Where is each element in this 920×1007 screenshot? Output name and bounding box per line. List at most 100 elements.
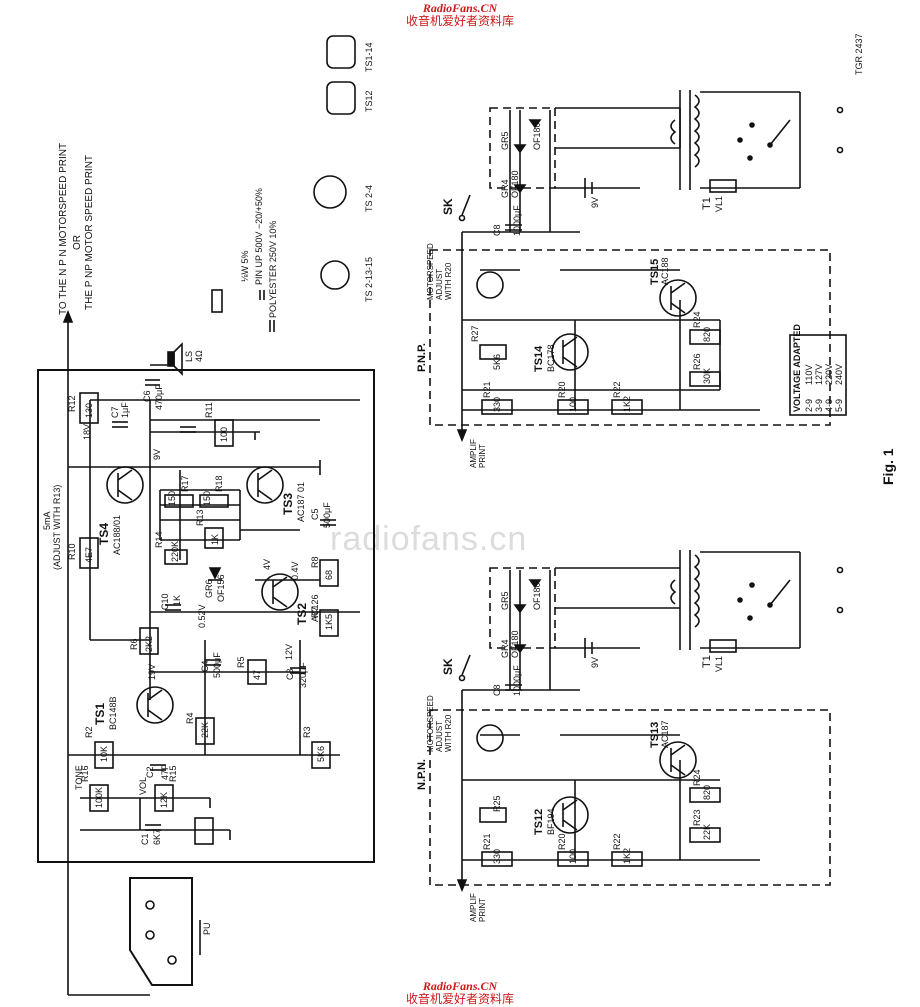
r12-ohms: 1K [210,534,220,545]
c2-value: 47P [160,764,170,780]
pnp-r20-ref: R20 [557,381,567,398]
resistor-r8 [319,559,339,587]
pickup-connector-icon [67,755,201,996]
tone-label: TONE [74,765,84,790]
r18-ref: R18 [214,475,224,492]
r7-ref: R7 [310,606,320,618]
capacitor-c5 [320,519,336,526]
ts2-ref: TS2 [295,603,309,625]
r6-ref: R6 [129,638,139,650]
npn-r23-ref: R23 [692,809,702,826]
voltage-row-3-volts: 220V [824,364,834,385]
r17-value: 150 [167,491,177,506]
resistor-r15 [194,817,214,845]
npn-ts13-ref: TS13 [649,722,661,748]
npn-transistor-ts13 [659,741,697,779]
adjust-note: (ADJUST WITH R13) [52,485,62,570]
npn-r22-ref: R22 [612,833,622,850]
resistor-r7 [319,609,339,637]
npn-gr5-type: OF180 [532,582,542,610]
capacitor-c4 [205,659,221,666]
npn-battery [584,638,593,658]
pnp-resistor-r26 [689,371,721,387]
pnp-battery [584,178,593,198]
voltage-12v: 12V [284,644,294,660]
pnp-mains-plug-icon [836,106,844,154]
resistor-r2 [94,741,114,769]
watermark-top: RadioFans.CN 收音机爱好者资料库 [380,2,540,28]
npn-title: N.P.N. [416,759,428,790]
r11-ref: R12 [67,395,77,412]
watermark-site-cn-bottom: 收音机爱好者资料库 [405,992,514,1006]
pnp-r20-value: 100 [568,397,578,412]
voltage-table-frame [789,334,847,416]
amplifier-outline [37,369,375,863]
pnp-transformer-label: T1 [701,197,713,210]
pinout-ts12 [326,81,356,115]
resistor-r18 [199,494,229,508]
voltage-row-4-taps: 5-9 [834,399,844,412]
c4-value: 500μF [212,652,222,678]
pnp-ts14-type: BC178 [546,344,556,372]
npn-r25-label: R25 [492,795,502,812]
gr6-type: OF156 [216,574,226,602]
pnp-resistor-r24 [689,329,721,345]
gr6-ref: GR6 [204,579,214,598]
npn-r24-ref: R24 [692,769,702,786]
pinout-label-ts12: TS12 [364,90,374,112]
r2-value: 10K [99,746,109,762]
npn-gr5-ref: GR5 [500,591,510,610]
resistor-r14 [154,784,174,812]
voltage-row-2-taps: 3-9 [814,399,824,412]
capacitor-c7 [180,426,196,433]
npn-resistor-r23 [689,827,721,843]
pnp-switch-label: SK [441,198,455,215]
r18-value: 150 [202,491,212,506]
pnp-motor-note-1: MOTORSPEED [426,243,435,300]
pnp-diodes [513,119,542,194]
c9-label: C7 [110,406,120,418]
pnp-c8-value: 1000μF [512,205,522,236]
pnp-r24-ref: R24 [692,311,702,328]
pnp-r26-ref: R26 [692,353,702,370]
capacitor-c6 [145,379,160,386]
voltage-table-title: VOLTAGE ADAPTED [792,324,802,412]
voltage-04v: 0.4V [290,561,300,580]
watermark-site: RadioFans.CN [422,1,498,15]
transistor-ts3 [246,466,284,504]
legend-resistor-symbol [211,289,223,313]
r4-ref: R4 [185,712,195,724]
c9-value: 1μF [120,402,130,418]
r17-ref: R17 [180,475,190,492]
capacitor-c2 [150,764,166,771]
c5-value: 500μF [322,502,332,528]
resistor-r10 [214,419,234,447]
ts3-ref: TS3 [281,493,295,515]
pnp-gr4-type: OF180 [510,170,520,198]
npn-transformer-label: T1 [701,655,713,668]
r3-ref: R3 [302,726,312,738]
npn-resistor-r24 [689,787,721,803]
ts1-type: BC148B [108,696,118,730]
pinout-ts2-13-15 [320,260,350,290]
npn-r21-ref: R21 [482,833,492,850]
npn-resistor-r21 [481,851,513,867]
npn-ts13-type: AC187 [660,720,670,748]
npn-diodes [513,579,542,654]
resistor-r4 [195,717,215,745]
pnp-battery-label: 9V [590,197,600,208]
voltage-row-1-volts: 110V [804,365,814,385]
watermark-site-bottom: RadioFans.CN [422,979,498,993]
npn-motor-icon [476,724,504,752]
watermark-bottom: RadioFans.CN 收音机爱好者资料库 [380,980,540,1006]
drawing-id: TGR 2437 [854,33,864,75]
capacitor-c1 [145,824,161,831]
r10-label: R11 [204,402,214,418]
c10-value: 1K [172,595,182,606]
r9-ref: R10 [67,543,77,560]
c5-label: C5 [310,508,320,520]
speaker-icon [150,342,183,376]
npn-switch-label: SK [441,658,455,675]
npn-r20-value: 100 [568,849,578,864]
r11-value: 130 [84,403,94,418]
